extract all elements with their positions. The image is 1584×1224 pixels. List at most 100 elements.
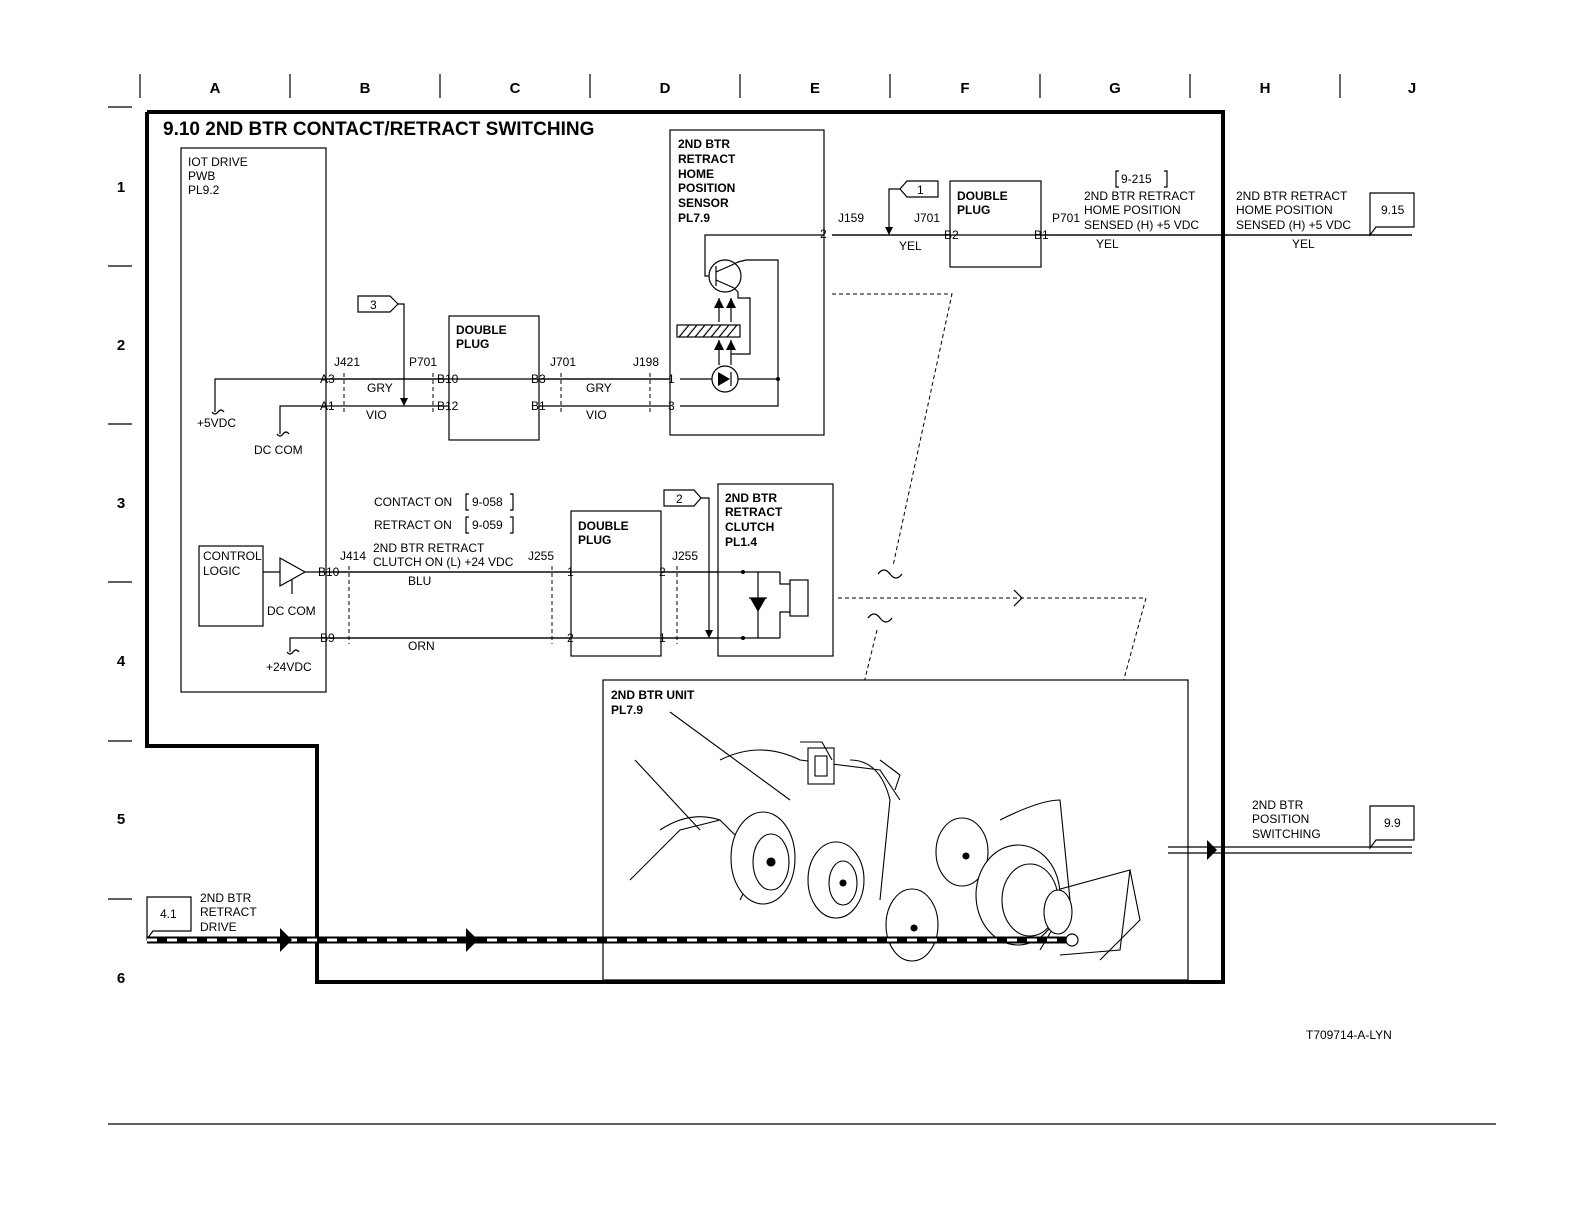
clutch-label-3: CLUTCH xyxy=(725,520,774,534)
clutch-diode-icon xyxy=(750,598,766,612)
conn-p701b: P701 xyxy=(1052,211,1080,225)
drive-line-1: 2ND BTR xyxy=(200,891,252,905)
drive-arrow-2-icon xyxy=(466,928,478,952)
contact-on-label: CONTACT ON xyxy=(374,495,452,509)
pin-b10-dp1: B10 xyxy=(437,372,459,386)
wire-yel-1: YEL xyxy=(899,239,922,253)
grid-column-header: A B C D E F G H J xyxy=(139,74,1416,98)
conn-j414: J414 xyxy=(340,549,366,563)
retract-on-ref: 9-059 xyxy=(472,518,503,532)
ref-9-15-label: 9.15 xyxy=(1381,203,1405,217)
grid-col-a: A xyxy=(210,80,221,97)
conn-j255-a: J255 xyxy=(528,549,554,563)
linkage-break-2 xyxy=(867,613,893,623)
clutch-pin-1b: 1 xyxy=(659,631,666,645)
grid-row-5: 5 xyxy=(117,811,125,828)
double-plug-1-label: DOUBLE xyxy=(456,323,507,337)
sensor-pin-1: 1 xyxy=(668,372,675,386)
p24v-ground-icon xyxy=(286,649,300,655)
double-plug-3-label: DOUBLE xyxy=(578,519,629,533)
conn-j198: J198 xyxy=(633,355,659,369)
clutch-signal-line-1: 2ND BTR RETRACT xyxy=(373,541,485,555)
sense1-line-1: 2ND BTR RETRACT xyxy=(1084,189,1196,203)
grid-col-c: C xyxy=(510,80,521,97)
wire-gry-1: GRY xyxy=(367,381,393,395)
grid-col-d: D xyxy=(660,80,671,97)
grid-col-j: J xyxy=(1408,80,1416,97)
retract-on-label: RETRACT ON xyxy=(374,518,452,532)
wire-gry-2: GRY xyxy=(586,381,612,395)
control-logic-box xyxy=(198,545,264,627)
iot-drive-label-2: PWB xyxy=(188,169,215,183)
sensor-label-6: PL7.9 xyxy=(678,211,710,225)
grid-row-1: 1 xyxy=(117,179,125,196)
clutch-coil-icon xyxy=(789,579,809,617)
drive-end-icon xyxy=(1065,933,1079,947)
p5v-wire xyxy=(214,378,326,412)
conn-j159: J159 xyxy=(838,211,864,225)
wire-orn: ORN xyxy=(408,639,435,653)
double-plug-2-box xyxy=(949,180,1042,268)
p5v-label: +5VDC xyxy=(197,416,236,430)
unit-label: 2ND BTR UNIT xyxy=(611,688,695,702)
drive-arrow-1-icon xyxy=(280,928,292,952)
pin-b1-dp2: B1 xyxy=(1034,228,1049,242)
sensor-pin-3: 3 xyxy=(668,399,675,413)
contact-on-ref: 9-058 xyxy=(472,495,503,509)
sensor-label: 2ND BTR xyxy=(678,137,730,151)
ref-4-1 xyxy=(146,896,192,941)
diagram-title: 9.10 2ND BTR CONTACT/RETRACT SWITCHING xyxy=(163,119,594,140)
wire-yel-3: YEL xyxy=(1292,237,1315,251)
clutch-label-4: PL1.4 xyxy=(725,535,757,549)
document-id: T709714-A-LYN xyxy=(1306,1028,1392,1042)
sense1-line-2: HOME POSITION xyxy=(1084,203,1181,217)
wire-blu: BLU xyxy=(408,574,431,588)
sensor-label-4: POSITION xyxy=(678,181,735,195)
drive-line-2: RETRACT xyxy=(200,905,257,919)
ref-4-1-label: 4.1 xyxy=(160,907,177,921)
flag-2-label: 2 xyxy=(676,492,683,506)
unit-label-2: PL7.9 xyxy=(611,703,643,717)
grid-row-4: 4 xyxy=(117,653,126,670)
sense-ref: 9-215 xyxy=(1121,172,1152,186)
grid-col-e: E xyxy=(810,80,820,97)
ref-9-15 xyxy=(1369,192,1415,237)
p24v-label: +24VDC xyxy=(266,660,312,674)
home-position-sensor-box xyxy=(669,129,825,436)
ref-9-9-label: 9.9 xyxy=(1384,816,1401,830)
sensor-label-3: HOME xyxy=(678,167,714,181)
conn-j701: J701 xyxy=(550,355,576,369)
grid-col-h: H xyxy=(1260,80,1271,97)
sense2-line-2: HOME POSITION xyxy=(1236,203,1333,217)
dccom-label: DC COM xyxy=(254,443,303,457)
iot-drive-label-3: PL9.2 xyxy=(188,183,220,197)
double-plug-2-label: DOUBLE xyxy=(957,189,1008,203)
phototransistor-icon xyxy=(708,259,742,293)
control-logic-label-2: LOGIC xyxy=(203,564,241,578)
sense2-line-3: SENSED (H) +5 VDC xyxy=(1236,218,1351,232)
double-plug-3-box xyxy=(570,510,662,657)
position-line-3: SWITCHING xyxy=(1252,827,1321,841)
double-plug-1-box xyxy=(448,315,540,441)
clutch-signal-line-2: CLUTCH ON (L) +24 VDC xyxy=(373,555,514,569)
clutch-pin-1a: 1 xyxy=(567,565,574,579)
flag-2 xyxy=(663,489,702,507)
double-plug-1-label-2: PLUG xyxy=(456,337,489,351)
clutch-label: 2ND BTR xyxy=(725,491,777,505)
pin-b12-dp1: B12 xyxy=(437,399,459,413)
flag-1 xyxy=(899,180,939,198)
conn-j421: J421 xyxy=(334,355,360,369)
grid-row-header: 1 2 3 4 5 6 xyxy=(108,106,132,987)
diagram-border xyxy=(145,110,1225,984)
ref-9-9 xyxy=(1369,805,1415,850)
dccom-wire xyxy=(279,405,326,434)
wire-yel-2: YEL xyxy=(1096,237,1119,251)
dccom-ground-icon xyxy=(276,431,290,437)
position-line-1: 2ND BTR xyxy=(1252,798,1304,812)
grid-row-2: 2 xyxy=(117,337,125,354)
grid-row-6: 6 xyxy=(117,970,125,987)
grid-row-3: 3 xyxy=(117,495,125,512)
pin-b3-dp1: B3 xyxy=(531,372,546,386)
pin-b2-dp2: B2 xyxy=(944,228,959,242)
